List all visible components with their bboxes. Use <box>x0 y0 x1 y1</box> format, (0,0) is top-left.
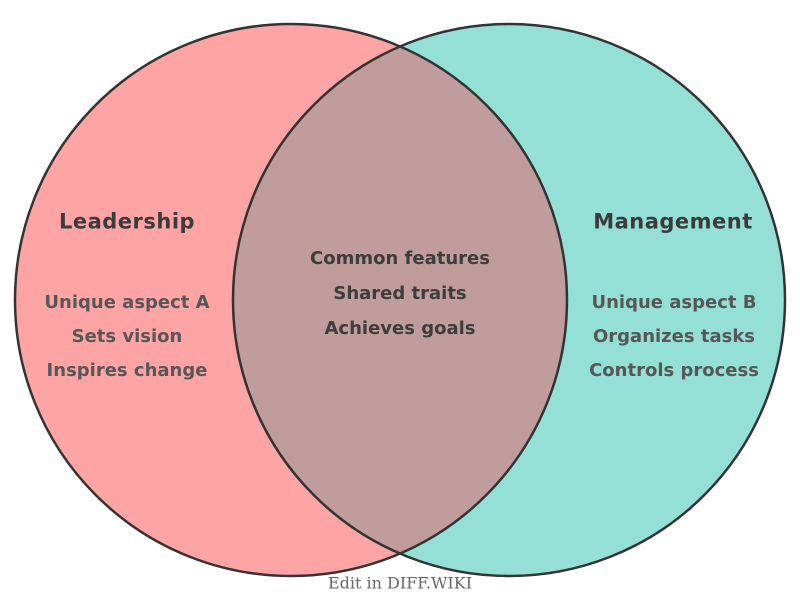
right-item-1: Unique aspect B <box>591 292 757 313</box>
overlap-region-fill <box>233 24 567 576</box>
left-item-1: Unique aspect A <box>44 292 210 313</box>
right-circle-outline <box>231 22 787 578</box>
edit-in-diffwiki-link[interactable]: Edit in DIFF.WIKI <box>327 573 473 593</box>
overlap-item-2: Shared traits <box>333 283 467 304</box>
left-item-3: Inspires change <box>46 360 208 381</box>
overlap-item-1: Common features <box>310 248 490 269</box>
left-circle-outline <box>13 22 569 578</box>
right-item-2: Organizes tasks <box>592 326 756 347</box>
overlap-item-3: Achieves goals <box>324 318 476 339</box>
right-item-3: Controls process <box>589 360 759 381</box>
left-item-2: Sets vision <box>71 326 183 347</box>
left-circle-title: Leadership <box>58 209 196 234</box>
right-circle-title: Management <box>593 209 753 234</box>
